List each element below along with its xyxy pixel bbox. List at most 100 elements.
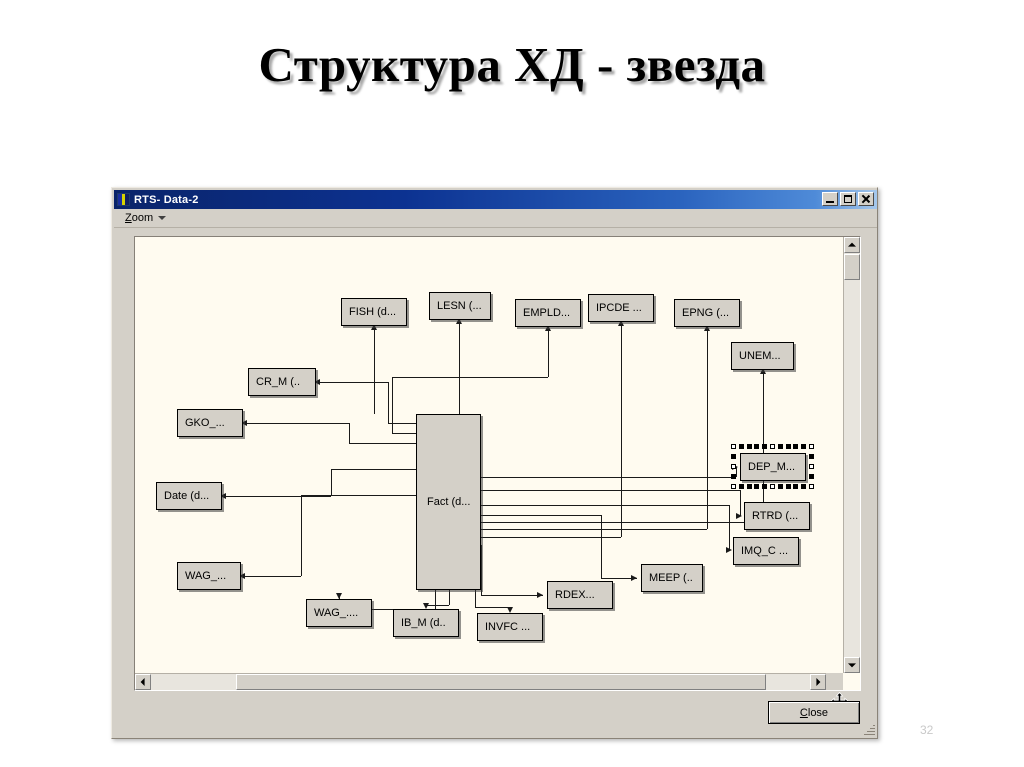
connector-segment	[392, 377, 393, 433]
dimension-node[interactable]: RDEX...	[547, 581, 613, 609]
diagram-canvas[interactable]: Fact (d... FISH (d... LESN (... EMPLD... IPC…	[135, 237, 843, 673]
resize-grip[interactable]	[862, 723, 875, 736]
connector-segment	[392, 433, 416, 434]
close-mnemonic: C	[799, 706, 808, 719]
connector-segment	[388, 423, 416, 424]
connector-segment	[388, 382, 389, 423]
connector-arrow	[704, 325, 710, 331]
connector-segment	[481, 537, 621, 538]
dimension-node[interactable]: CR_M (..	[248, 368, 316, 396]
connector-arrow	[736, 513, 742, 519]
vertical-scroll-thumb[interactable]	[844, 254, 860, 280]
connector-segment	[481, 545, 482, 595]
connector-segment	[481, 522, 763, 523]
dimension-node[interactable]: INVFC ...	[477, 613, 543, 641]
node-label: IPCDE ...	[596, 302, 642, 314]
slide-page-number: 32	[920, 723, 934, 737]
node-label: CR_M (..	[256, 376, 300, 388]
node-label: EPNG (...	[682, 307, 730, 319]
maximize-button[interactable]	[840, 192, 856, 206]
dimension-node[interactable]: EMPLD...	[515, 299, 581, 327]
menu-item-zoom[interactable]: Zoom	[122, 211, 169, 225]
scrollbar-corner	[826, 673, 843, 690]
connector-segment	[736, 467, 737, 477]
connector-segment	[763, 374, 764, 522]
connector-arrow	[618, 320, 624, 326]
connector-segment	[247, 423, 349, 424]
node-label: WAG_....	[314, 607, 359, 619]
zoom-label-rest: oom	[131, 212, 154, 224]
dimension-node[interactable]: IPCDE ...	[588, 294, 654, 322]
connector-segment	[707, 331, 708, 529]
fact-table-node[interactable]: Fact (d...	[416, 414, 481, 590]
close-window-button[interactable]	[858, 192, 874, 206]
connector-arrow	[423, 603, 429, 609]
chevron-down-icon	[158, 216, 167, 220]
close-button[interactable]: Close	[768, 701, 860, 724]
connector-segment	[435, 590, 436, 609]
node-label: UNEM...	[739, 350, 781, 362]
node-label: WAG_...	[185, 570, 227, 582]
connector-arrow	[314, 379, 320, 385]
dimension-node[interactable]: UNEM...	[731, 342, 794, 370]
dimension-node[interactable]: Date (d...	[156, 482, 222, 510]
connector-arrow	[507, 607, 513, 613]
horizontal-scroll-thumb[interactable]	[236, 674, 766, 690]
connector-segment	[481, 477, 736, 478]
connector-segment	[449, 590, 450, 605]
dimension-node[interactable]: GKO_...	[177, 409, 243, 437]
connector-segment	[301, 495, 302, 576]
scroll-left-button[interactable]	[135, 674, 151, 690]
connector-arrow	[220, 493, 226, 499]
dimension-node[interactable]: IB_M (d..	[393, 609, 459, 637]
dimension-node[interactable]: MEEP (..	[641, 564, 703, 592]
node-label: MEEP (..	[649, 572, 693, 584]
connector-arrow	[631, 575, 637, 581]
node-label: RTRD (...	[752, 510, 799, 522]
dimension-node[interactable]: RTRD (...	[744, 502, 810, 530]
connector-segment	[481, 595, 543, 596]
node-label: IB_M (d..	[401, 617, 446, 629]
scroll-up-button[interactable]	[844, 237, 860, 253]
connector-segment	[339, 609, 435, 610]
scroll-right-button[interactable]	[810, 674, 826, 690]
connector-segment	[740, 490, 741, 516]
connector-segment	[475, 590, 476, 607]
connector-arrow	[371, 324, 377, 330]
diagram-canvas-frame: Fact (d... FISH (d... LESN (... EMPLD... IPC…	[134, 236, 861, 691]
node-label: RDEX...	[555, 589, 595, 601]
connector-segment	[729, 505, 730, 551]
close-label-rest: lose	[807, 706, 829, 719]
connector-segment	[481, 490, 740, 491]
vertical-scrollbar[interactable]	[843, 237, 860, 673]
dimension-node[interactable]: FISH (d...	[341, 298, 407, 326]
menubar: Zoom	[114, 209, 877, 228]
connector-arrow	[726, 547, 732, 553]
minimize-button[interactable]	[822, 192, 838, 206]
connector-segment	[374, 330, 375, 414]
window-controls	[822, 192, 874, 206]
dimension-node[interactable]: EPNG (...	[674, 299, 740, 327]
connector-segment	[349, 443, 416, 444]
connector-segment	[320, 382, 388, 383]
horizontal-scrollbar[interactable]	[135, 673, 843, 690]
scroll-down-button[interactable]	[844, 657, 860, 673]
dimension-node[interactable]: DEP_M...	[740, 453, 806, 481]
node-label: INVFC ...	[485, 621, 531, 633]
connector-arrow	[760, 368, 766, 374]
dimension-node[interactable]: IMQ_C ...	[733, 537, 799, 565]
dimension-node[interactable]: LESN (...	[429, 292, 491, 320]
connector-segment	[481, 529, 707, 530]
dimension-node[interactable]: WAG_...	[177, 562, 241, 590]
connector-segment	[301, 495, 416, 496]
app-icon	[117, 193, 130, 206]
connector-segment	[392, 377, 548, 378]
window-titlebar[interactable]: RTS- Data-2	[114, 190, 877, 209]
connector-segment	[459, 324, 460, 414]
connector-segment	[245, 576, 301, 577]
connector-arrow	[241, 420, 247, 426]
connector-segment	[481, 515, 601, 516]
connector-segment	[475, 607, 510, 608]
dimension-node[interactable]: WAG_....	[306, 599, 372, 627]
connector-arrow	[537, 592, 543, 598]
